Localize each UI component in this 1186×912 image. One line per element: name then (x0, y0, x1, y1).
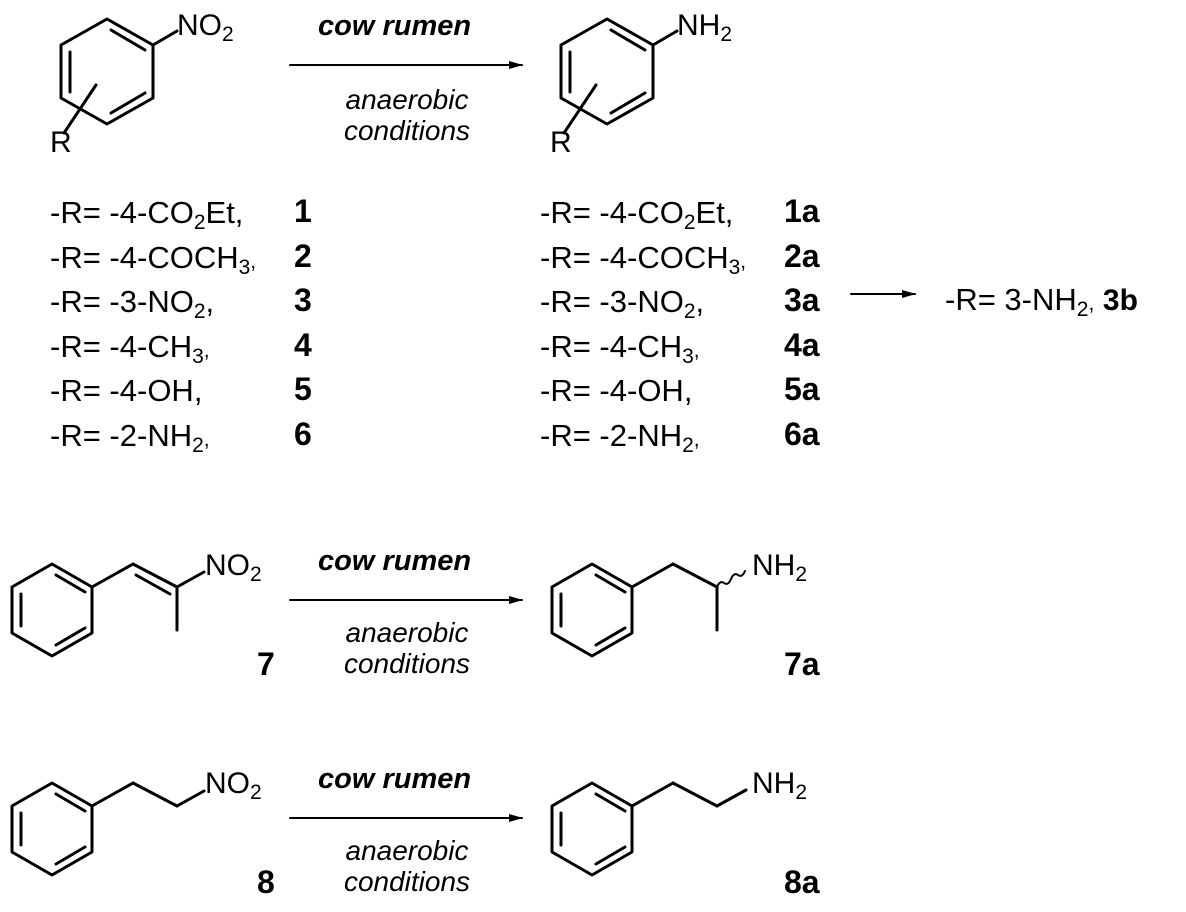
nitroarene-structure (59, 17, 179, 135)
compound-label-7: 7 (257, 646, 275, 682)
substituent-row: -R= -4-COCH3, (540, 239, 747, 279)
compound-label: 1 (294, 193, 312, 229)
substituent-row: -R= -3-NO2, (50, 284, 215, 323)
nitrostyrene-structure (10, 562, 206, 658)
phenethylamine-structure (550, 781, 748, 877)
compound-label: 4 (294, 326, 312, 363)
wavy-bond (716, 570, 746, 588)
amino-group-label: NH2 (752, 549, 808, 586)
substituent-row: -R= -2-NH2, (50, 417, 210, 457)
amino-group-label: NH2 (677, 9, 733, 46)
r-substituent-label: R (50, 126, 72, 159)
reagent-cow-rumen: cow rumen (318, 763, 472, 795)
r-substituent-label: R (550, 126, 572, 159)
substituent-row: -R= -4-COCH3, (50, 239, 257, 279)
substituent-row: -R= -4-CH3, (540, 328, 700, 368)
compound-label-7a: 7a (784, 646, 820, 682)
nitroethylbenzene-structure (10, 781, 206, 877)
compound-label: 3 (294, 282, 312, 318)
reagent-cow-rumen: cow rumen (318, 10, 472, 42)
substituent-row: -R= -2-NH2, (540, 417, 700, 457)
compound-label-3b: 3b (1102, 284, 1138, 317)
compound-label: 2a (784, 237, 820, 274)
compound-label: 5 (294, 371, 312, 407)
compound-label: 2 (294, 237, 312, 274)
further-product-3b: -R= 3-NH2, 3b (945, 282, 1138, 321)
nitro-group-label: NO2 (205, 549, 262, 586)
substituent-row: -R= -4-CH3, (50, 328, 210, 368)
substituent-row: -R= -4-OH, (540, 373, 693, 408)
amino-group-label: NH2 (752, 767, 808, 804)
reagent-cow-rumen: cow rumen (318, 545, 472, 577)
compound-label: 6a (784, 415, 820, 452)
aniline-structure (559, 17, 679, 135)
compound-label: 1a (784, 193, 820, 229)
compound-label-8: 8 (257, 864, 275, 900)
compound-label: 3a (784, 282, 820, 318)
compound-label: 6 (294, 415, 312, 452)
substituent-row: -R= -4-CO2Et, (50, 195, 244, 234)
substituent-row: -R= -3-NO2, (540, 284, 705, 323)
nitro-group-label: NO2 (177, 9, 234, 46)
compound-label: 5a (784, 371, 820, 407)
nitro-group-label: NO2 (205, 767, 262, 804)
amphetamine-structure (550, 562, 746, 658)
substituent-row: -R= -4-OH, (50, 373, 203, 408)
substituent-row: -R= -4-CO2Et, (540, 195, 734, 234)
compound-label: 4a (784, 326, 820, 363)
compound-label-8a: 8a (784, 864, 820, 900)
